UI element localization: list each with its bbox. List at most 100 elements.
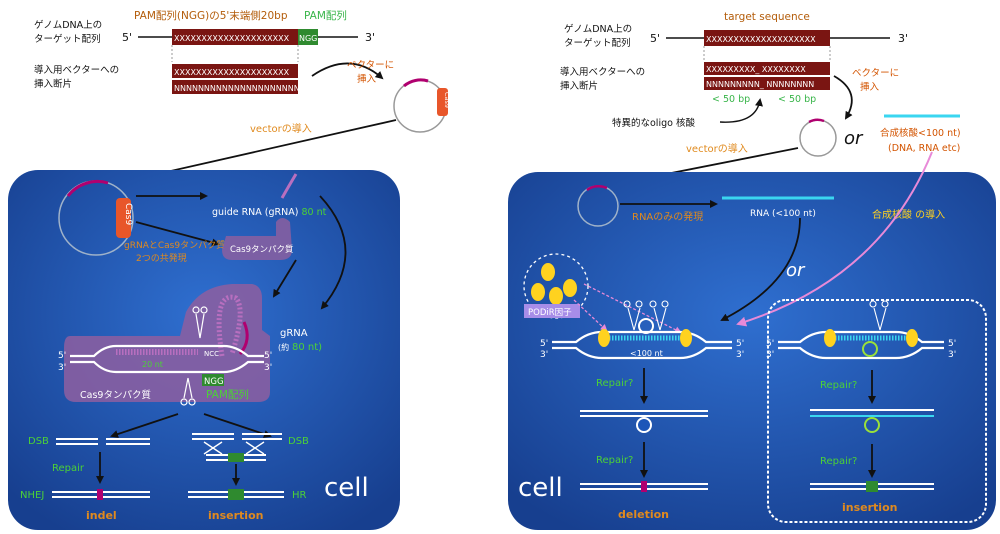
left-insert-n: NNNNNNNNNNNNNNNNNNNNN bbox=[174, 84, 300, 93]
left-grna-label: guide RNA (gRNA) 80 nt bbox=[212, 207, 327, 218]
left-hr-template-insert bbox=[228, 453, 244, 462]
right-oligo-box-top bbox=[704, 62, 830, 75]
left-ngg-box bbox=[298, 29, 318, 45]
right-insert-label-line1: 導入用ベクターへの bbox=[560, 66, 645, 78]
left-scissors-top bbox=[192, 306, 208, 339]
right-ins-5-right: 5' bbox=[948, 339, 956, 349]
left-coexpress-line1: gRNAとCas9タンパク質 bbox=[124, 239, 225, 251]
left-scissors-bottom bbox=[180, 377, 196, 406]
right-oligo-x: XXXXXXXXX_ XXXXXXXX bbox=[706, 65, 806, 74]
right-scissors-a bbox=[623, 300, 643, 331]
right-synth-intro-label: 合成核酸 の導入 bbox=[872, 208, 945, 221]
left-arrow-to-hr-branch bbox=[203, 413, 272, 438]
right-scissors-b bbox=[649, 300, 669, 331]
right-deletion-mark bbox=[641, 481, 647, 492]
left-nhej-label: NHEJ bbox=[20, 490, 44, 501]
right-three-prime: 3' bbox=[898, 32, 908, 45]
left-grna2-length: 80 nt) bbox=[292, 342, 322, 353]
right-target-box bbox=[704, 30, 830, 46]
left-dsb-hr: DSB bbox=[288, 436, 309, 447]
left-pam-label: PAM配列 bbox=[304, 9, 347, 22]
left-dna-bottom-strand bbox=[70, 360, 264, 374]
left-pam-title: PAM配列(NGG)の5'末端側20bp bbox=[134, 9, 288, 22]
left-insert-box-bottom bbox=[172, 80, 298, 94]
right-vector-insert-arc bbox=[808, 118, 825, 124]
right-five-prime: 5' bbox=[650, 32, 660, 45]
left-target-box bbox=[172, 29, 298, 45]
left-indel-label: indel bbox=[86, 509, 117, 522]
left-dna-5-top: 5' bbox=[58, 351, 66, 361]
right-insertion-label: insertion bbox=[842, 501, 897, 514]
left-grna-length: 80 nt bbox=[302, 207, 327, 218]
right-vector-insert-label-line2: 挿入 bbox=[860, 81, 880, 93]
right-vector-intro-label: vectorの導入 bbox=[686, 142, 748, 155]
right-dna-bottom-strand bbox=[552, 346, 732, 360]
left-dna-3-bottom: 3' bbox=[58, 363, 66, 373]
right-cell-panel: RNAのみの発現 RNA (<100 nt) 合成核酸 の導入 or PODiR… bbox=[508, 151, 996, 530]
right-repair-q-2: Repair? bbox=[596, 455, 633, 466]
left-arrow-protein-down bbox=[272, 259, 297, 298]
left-arrow-to-cas9protein bbox=[135, 221, 220, 247]
right-synth-label-line2: (DNA, RNA etc) bbox=[888, 143, 960, 154]
left-hr-cross bbox=[203, 441, 265, 455]
left-cell-cas9-block bbox=[116, 198, 131, 238]
right-cell-label: cell bbox=[518, 473, 563, 503]
left-hr-label: HR bbox=[292, 490, 307, 501]
left-coexpress-line2: 2つの共発現 bbox=[136, 252, 187, 264]
right-ins-5-left: 5' bbox=[766, 339, 774, 349]
right-podir-dot-4 bbox=[563, 279, 577, 297]
right-ins-scissors bbox=[869, 300, 889, 331]
left-dna-5-right: 5' bbox=[264, 351, 272, 361]
right-genome-label-line1: ゲノムDNA上の bbox=[564, 23, 632, 35]
right-or-label-2: or bbox=[786, 260, 806, 281]
right-ins-bottom-strand bbox=[778, 346, 944, 360]
left-grna2-label: gRNA bbox=[280, 328, 308, 339]
left-cell-cas9-label: Cas9 bbox=[123, 203, 133, 225]
left-genome-label-line1: ゲノムDNA上の bbox=[34, 19, 102, 31]
right-podir-dot-3 bbox=[549, 287, 563, 305]
right-del-loop bbox=[636, 417, 652, 433]
right-podir-dot-1 bbox=[541, 263, 555, 281]
left-indel-mark bbox=[97, 489, 103, 500]
left-insert-x: XXXXXXXXXXXXXXXXXXXXX bbox=[174, 68, 290, 77]
right-oligo-box-bottom bbox=[704, 77, 830, 90]
left-grna-loop bbox=[216, 294, 243, 357]
left-insertion-label: insertion bbox=[208, 509, 263, 522]
left-dna-top-strand bbox=[70, 344, 264, 358]
left-cas9-protein2-label: Cas9タンパク質 bbox=[80, 389, 151, 401]
left-three-prime: 3' bbox=[365, 31, 375, 44]
left-insert-label-line2: 挿入断片 bbox=[34, 78, 72, 90]
right-ins-yellow-right bbox=[906, 329, 918, 347]
right-deletion-label: deletion bbox=[618, 508, 669, 521]
right-oligo-n: NNNNNNNNN_ NNNNNNNN bbox=[706, 80, 814, 89]
left-genome-label-line2: ターゲット配列 bbox=[34, 33, 101, 45]
left-top-section: ゲノムDNA上の ターゲット配列 PAM配列(NGG)の5'末端側20bp PA… bbox=[34, 9, 451, 185]
right-arrow-synth-pink bbox=[736, 151, 933, 327]
right-genome-label-line2: ターゲット配列 bbox=[564, 37, 631, 49]
left-grna2-approx: (約 bbox=[278, 342, 289, 352]
left-vector-cas9-label: Cas9 bbox=[443, 92, 451, 108]
right-insertion-box bbox=[767, 299, 987, 523]
left-cell-plasmid-insert bbox=[66, 179, 109, 197]
right-rna-only-label: RNAのみの発現 bbox=[632, 210, 703, 223]
right-repair-q-1: Repair? bbox=[596, 378, 633, 389]
right-yellow-left bbox=[598, 329, 610, 347]
right-target-seq-label: target sequence bbox=[724, 11, 810, 23]
left-insert-box-top bbox=[172, 64, 298, 78]
right-cell-plasmid-insert bbox=[586, 185, 608, 192]
left-vector-insert-arc bbox=[403, 78, 429, 88]
left-vector-insert-label-line1: ベクターに bbox=[347, 60, 394, 71]
right-loop bbox=[638, 318, 654, 334]
right-podir-dot-2 bbox=[531, 283, 545, 301]
left-arrow-grna-curve bbox=[319, 195, 347, 310]
right-lt100-label: <100 nt bbox=[630, 349, 663, 358]
right-ins-repair-q-1: Repair? bbox=[820, 380, 857, 391]
right-panel-bg bbox=[508, 172, 996, 530]
right-or-label-1: or bbox=[844, 128, 864, 149]
left-target-seq: XXXXXXXXXXXXXXXXXXXXX bbox=[174, 34, 290, 43]
right-dna-5-left: 5' bbox=[540, 339, 548, 349]
left-cas9-protein-small bbox=[222, 218, 292, 260]
right-podir-pointer-a bbox=[573, 299, 608, 332]
right-ins-green-loop-2 bbox=[864, 417, 880, 433]
left-hr-insert-mark bbox=[228, 489, 244, 500]
